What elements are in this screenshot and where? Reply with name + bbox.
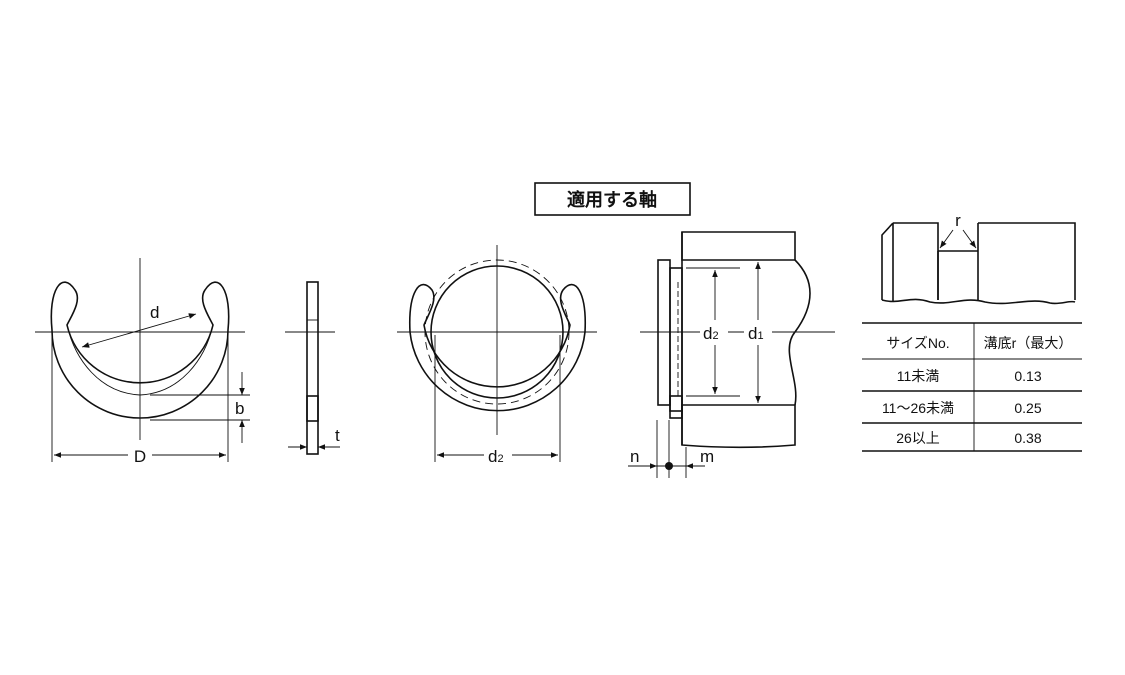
- d-label: d: [150, 303, 159, 322]
- m-label: m: [700, 447, 714, 466]
- t-label: t: [335, 426, 340, 445]
- header-size: サイズNo.: [886, 335, 949, 351]
- ring-front-view: d b D: [35, 258, 250, 466]
- ring-side-view: t: [285, 281, 340, 455]
- d2-label: d2: [488, 447, 504, 466]
- table-cell: 11未満: [897, 368, 940, 384]
- title-text: 適用する軸: [567, 189, 657, 210]
- table-cell: 0.38: [1014, 430, 1041, 446]
- section-d2-label: d2: [703, 324, 719, 343]
- groove-view: r: [881, 211, 1076, 305]
- section-view: d2 d1 n m: [628, 231, 835, 478]
- groove-radius-table: サイズNo. 溝底r（最大） 11未満 0.13 11～26未満 0.25 26…: [862, 322, 1082, 452]
- title-box: 適用する軸: [534, 182, 691, 216]
- n-label: n: [630, 447, 639, 466]
- b-label: b: [235, 399, 244, 418]
- table-cell: 26以上: [896, 430, 940, 446]
- table-cell: 0.25: [1014, 400, 1041, 416]
- r-label: r: [955, 211, 961, 230]
- table-cell: 11～26未満: [882, 400, 954, 416]
- table-cell: 0.13: [1014, 368, 1041, 384]
- section-d1-label: d1: [748, 324, 764, 343]
- D-label: D: [134, 447, 146, 466]
- shaft-with-ring-view: d2: [397, 245, 597, 466]
- header-radius: 溝底r（最大）: [984, 335, 1073, 351]
